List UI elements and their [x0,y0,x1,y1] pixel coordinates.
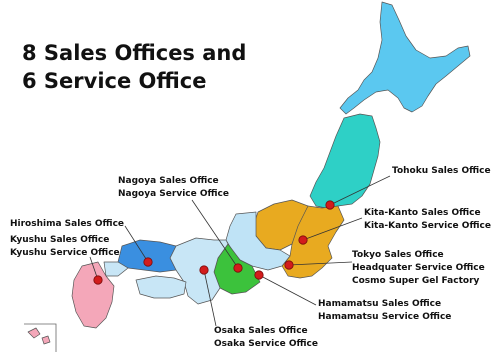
label-nagoya: Nagoya Sales Office Nagoya Service Offic… [118,175,229,201]
label-line: Cosmo Super Gel Factory [352,276,480,286]
label-line: Nagoya Sales Office [118,176,219,186]
label-hiroshima: Hiroshima Sales Office [10,218,124,231]
region-shikoku [135,275,187,299]
map-title-line-2: 6 Service Office [22,69,207,93]
label-line: Kyushu Service Office [10,248,120,258]
label-tokyo: Tokyo Sales Office Headquater Service Of… [352,249,485,288]
marker-nagoya [233,263,243,273]
leader-osaka [203,269,217,327]
label-kita-kanto: Kita-Kanto Sales Office Kita-Kanto Servi… [364,207,491,233]
marker-kita-kanto [298,235,308,245]
region-chugoku-west [103,261,129,277]
leader-hiroshima [124,225,149,263]
marker-tohoku [325,200,335,210]
label-line: Kita-Kanto Service Office [364,221,491,231]
island-okinawa [27,327,41,339]
label-osaka: Osaka Sales Office Osaka Service Office [214,325,318,351]
leader-tohoku [329,175,391,206]
leader-nagoya [191,199,239,269]
marker-tokyo [284,260,294,270]
leader-tokyo [288,261,353,266]
label-line: Kita-Kanto Sales Office [364,208,481,218]
label-kyushu: Kyushu Sales Office Kyushu Service Offic… [10,234,120,260]
label-line: Headquater Service Office [352,263,485,273]
region-kyushu [71,261,115,329]
region-tohoku [309,113,381,209]
marker-kyushu [93,275,103,285]
leader-hamamatsu [258,274,317,306]
marker-hiroshima [143,257,153,267]
okinawa-inset-frame [24,323,57,352]
leader-lines [89,175,391,327]
map-title-line-1: 8 Sales Offices and [22,41,247,65]
label-line: Tokyo Sales Office [352,250,444,260]
label-line: Osaka Sales Office [214,326,308,336]
label-line: Tohoku Sales Office [392,166,491,176]
office-markers [93,200,335,285]
marker-hamamatsu [254,270,264,280]
label-line: Hamamatsu Sales Office [318,299,442,309]
region-hokkaido [339,1,471,115]
label-line: Hamamatsu Service Office [318,312,452,322]
label-line: Nagoya Service Office [118,189,229,199]
label-line: Hiroshima Sales Office [10,219,125,229]
leader-kita-kanto [302,217,363,241]
island-small [41,335,51,345]
marker-osaka [199,265,209,275]
label-line: Osaka Service Office [214,339,318,349]
label-tohoku: Tohoku Sales Office [392,165,491,178]
region-kinki [169,237,229,305]
label-hamamatsu: Hamamatsu Sales Office Hamamatsu Service… [318,298,451,324]
label-line: Kyushu Sales Office [10,235,110,245]
